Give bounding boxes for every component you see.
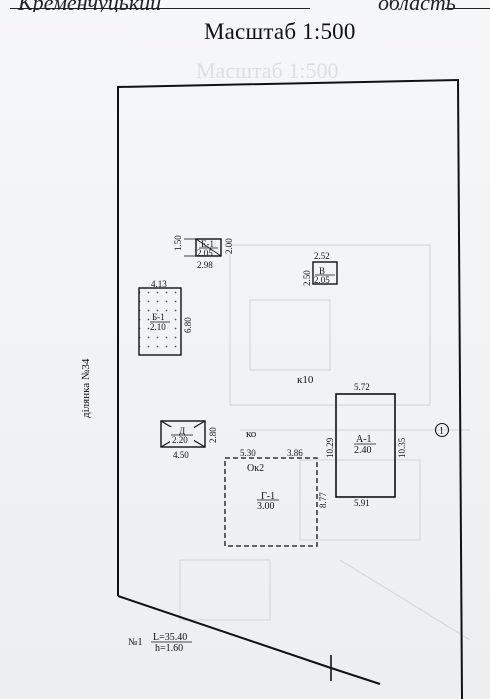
building-e1-dim-width: 2.98 — [197, 260, 213, 270]
building-d-height: 2.20 — [172, 435, 188, 445]
building-d-name: Д — [179, 426, 185, 436]
building-g1-height: 3.00 — [257, 501, 275, 512]
building-e1-name: Е-1 — [201, 239, 214, 249]
building-b1-name: Б-1 — [152, 312, 165, 322]
building-g1: Г-1 3.00 5.30 3.86 8.77 Ок2 — [224, 448, 328, 547]
plot-boundary-front — [117, 595, 332, 669]
building-a1-height: 2.40 — [354, 445, 372, 456]
cut-header-left-text: Кременчуцький — [18, 0, 161, 12]
building-d-dim-bottom: 4.50 — [173, 450, 189, 460]
building-a1: А-1 2.40 5.72 5.91 10.29 10.35 — [325, 382, 407, 508]
label-neighbor-left: ділянка №34 — [80, 358, 92, 418]
building-v-name: В — [319, 266, 325, 276]
boundary-annotation: №1 L=35.40 h=1.60 — [128, 632, 192, 654]
plot-boundary — [117, 78, 463, 699]
building-a1-dim-left: 10.29 — [325, 437, 335, 458]
boundary-length: L=35.40 — [153, 632, 187, 643]
building-v: В 2.05 2.52 2.50 — [302, 251, 338, 286]
building-g1-dim-top-left: 5.30 — [240, 448, 256, 458]
scale-title: Масштаб 1:500 — [204, 19, 356, 44]
cut-header: Кременчуцький область — [0, 0, 490, 12]
building-g1-dim-top-right: 3.86 — [287, 448, 303, 458]
building-e1-dim-left: 1.50 — [173, 235, 183, 251]
label-k10: к10 — [297, 374, 314, 386]
boundary-height: h=1.60 — [155, 643, 183, 654]
building-b1-height: 2.10 — [150, 322, 166, 332]
label-ok2: Ок2 — [247, 463, 264, 474]
building-b1-dim-top: 4.13 — [151, 279, 167, 289]
building-v-dim-top: 2.52 — [314, 251, 330, 261]
cut-header-right-text: область — [378, 0, 456, 12]
building-a1-dim-bottom: 5.91 — [354, 498, 370, 508]
building-e1-height: 2.05 — [197, 248, 213, 258]
building-d-dim-right: 2.80 — [208, 427, 218, 443]
boundary-number: №1 — [128, 637, 143, 648]
building-a1-name: А-1 — [356, 434, 372, 445]
building-a1-dim-top: 5.72 — [354, 382, 370, 392]
building-b1-dim-right: 6.80 — [183, 317, 193, 333]
building-e1: Е-1 2.05 2.98 1.50 2.00 — [173, 235, 234, 270]
svg-text:Масштаб 1:500: Масштаб 1:500 — [196, 58, 338, 83]
building-a1-dim-right: 10.35 — [397, 437, 407, 458]
building-v-height: 2.05 — [314, 275, 330, 285]
point-1-number: 1 — [439, 426, 444, 437]
building-g1-dim-right: 8.77 — [318, 492, 328, 508]
building-b1: Б-1 2.10 4.13 6.80 — [138, 279, 193, 356]
building-g1-name: Г-1 — [261, 491, 275, 502]
point-1-marker: 1 — [434, 422, 450, 438]
building-d: Д 2.20 4.50 2.80 — [160, 420, 218, 460]
building-e1-dim-right: 2.00 — [224, 238, 234, 254]
label-ko: ко — [246, 428, 257, 440]
building-v-dim-left: 2.50 — [302, 270, 312, 286]
